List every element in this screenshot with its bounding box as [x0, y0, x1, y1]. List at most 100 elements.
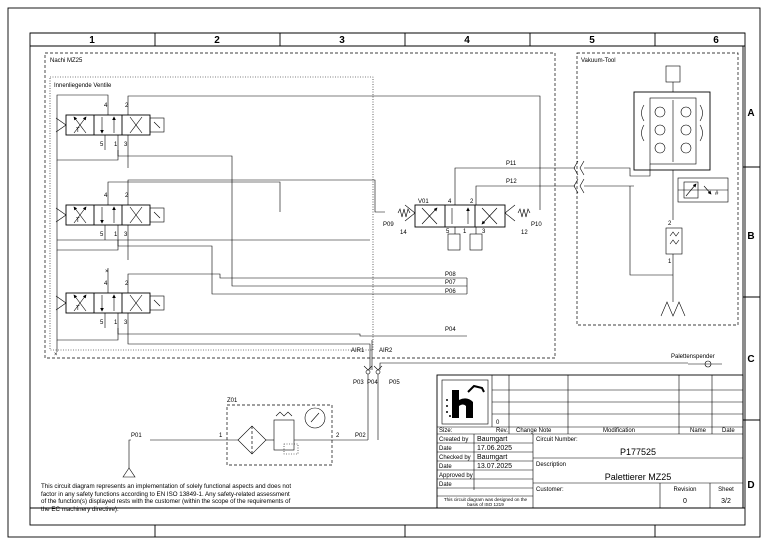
svg-text:×: ×	[105, 269, 109, 275]
valve3-port-1: 1	[114, 320, 118, 326]
line-label-p11: P11	[506, 161, 517, 167]
valve3-port-5: 5	[100, 320, 104, 326]
v01-port-2: 2	[470, 199, 474, 205]
description-label: Description	[536, 462, 566, 468]
v01-port-3: 3	[482, 229, 486, 235]
v01-label: V01	[418, 199, 429, 205]
v01-port-4: 4	[448, 199, 452, 205]
valve1-port-1: 1	[114, 142, 118, 148]
column-label-2: 2	[214, 35, 220, 46]
z01-port-1: 1	[219, 433, 223, 439]
row-header-band: A B C D	[742, 46, 760, 508]
circuit-number-value: P177525	[620, 447, 656, 457]
vacuum-generator	[584, 65, 711, 187]
internal-valves-boundary	[49, 76, 374, 351]
v01-port-1: 1	[463, 229, 467, 235]
sheet-label: Sheet	[718, 487, 734, 493]
line-label-p01: P01	[131, 433, 142, 439]
vacuum-tool-label: Vakuum-Tool	[581, 58, 616, 64]
pallet-dispenser-label: Palettenspender	[671, 354, 715, 360]
rev-row-value: 0	[496, 420, 500, 426]
line-label-p03: P03	[353, 380, 364, 386]
nachi-label: Nachi MZ25	[50, 58, 83, 64]
vacuum-switch: #	[672, 170, 729, 220]
row-label-a: A	[747, 108, 754, 119]
line-label-p04-internal: P04	[445, 327, 456, 333]
line-label-p10: P10	[531, 222, 542, 228]
internal-valve-3: × 4 2 5 1 3 T	[56, 268, 164, 328]
line-label-p02: P02	[355, 433, 366, 439]
valve3-port-4: 4	[104, 281, 108, 287]
date1-label: Date	[439, 446, 452, 452]
checked-by-label: Checked by	[439, 455, 471, 461]
column-label-4: 4	[464, 35, 470, 46]
company-logo	[441, 379, 489, 425]
name-header: Name	[690, 428, 707, 434]
vacuum-port-1: 1	[668, 259, 672, 265]
internal-valves-label: Innenliegende Ventile	[54, 83, 112, 89]
service-unit-z01: Z01 1 2 P02 P01	[122, 398, 368, 478]
v01-port-5: 5	[446, 229, 450, 235]
nachi-robot-boundary	[44, 52, 556, 359]
valve2-port-4: 4	[104, 193, 108, 199]
internal-valve-2: 4 2 5 1 3 T	[56, 190, 164, 240]
v01-pilot-12: 12	[521, 230, 528, 236]
date2-label: Date	[439, 464, 452, 470]
safety-disclaimer: This circuit diagram represents an imple…	[41, 483, 292, 513]
change-note-header: Change Note	[516, 428, 552, 434]
created-by-label: Created by	[439, 437, 468, 443]
revision-value: 0	[683, 498, 687, 505]
row-label-d: D	[747, 480, 754, 491]
main-valve-v01: V01 14 12 4 2 5 1 3	[397, 199, 531, 251]
line-label-p08: P08	[445, 272, 456, 278]
date1-value: 17.06.2025	[477, 445, 512, 452]
circuit-number-label: Circuit Number:	[536, 437, 578, 443]
column-label-1: 1	[89, 35, 95, 46]
column-label-5: 5	[589, 35, 595, 46]
line-label-p04: P04	[367, 380, 378, 386]
valve2-port-3: 3	[124, 232, 128, 238]
date3-label: Date	[439, 482, 452, 488]
valve3-port-3: 3	[124, 320, 128, 326]
modification-header: Modification	[603, 428, 635, 434]
z01-label: Z01	[227, 398, 238, 404]
air2-label: AIR2	[379, 348, 393, 354]
internal-piping	[56, 94, 541, 370]
valve1-port-5: 5	[100, 142, 104, 148]
column-label-3: 3	[339, 35, 345, 46]
valve1-port-4: 4	[104, 103, 108, 109]
vacuum-port-2: 2	[668, 221, 672, 227]
air1-label: AIR1	[351, 348, 365, 354]
customer-label: Customer:	[536, 487, 564, 493]
air-distribution: AIR1 AIR2 P03 P04 P05	[351, 348, 400, 440]
valve1-port-2: 2	[125, 103, 129, 109]
date2-value: 13.07.2025	[477, 463, 512, 470]
description-value: Palettierer MZ25	[605, 472, 672, 482]
line-label-p12: P12	[506, 179, 517, 185]
sheet-value: 3/2	[721, 498, 731, 505]
column-label-6: 6	[713, 35, 719, 46]
rev-header: Rev.	[496, 428, 508, 434]
column-header-band: 1 2 3 4 5 6	[30, 32, 745, 537]
valve2-port-1: 1	[114, 232, 118, 238]
svg-text:×: ×	[54, 352, 58, 358]
valve1-exhaust: T	[76, 128, 80, 134]
valve2-port-5: 5	[100, 232, 104, 238]
created-by-value: Baumgart	[477, 436, 507, 443]
valve2-port-2: 2	[125, 193, 129, 199]
line-label-p07: P07	[445, 280, 456, 286]
approved-by-label: Approved by	[439, 473, 473, 479]
title-block	[436, 374, 744, 509]
outer-frame	[7, 7, 761, 538]
checked-by-value: Baumgart	[477, 454, 507, 461]
line-label-p09: P09	[383, 222, 394, 228]
line-label-p06: P06	[445, 289, 456, 295]
revision-label: Revision	[673, 487, 696, 493]
vacuum-switch-symbol: #	[715, 191, 719, 197]
vacuum-tool-boundary	[576, 52, 739, 326]
valve2-exhaust: T	[76, 218, 80, 224]
vacuum-filter: 2 1	[629, 186, 686, 317]
v01-pilot-14: 14	[400, 230, 407, 236]
date-header: Date	[722, 428, 735, 434]
